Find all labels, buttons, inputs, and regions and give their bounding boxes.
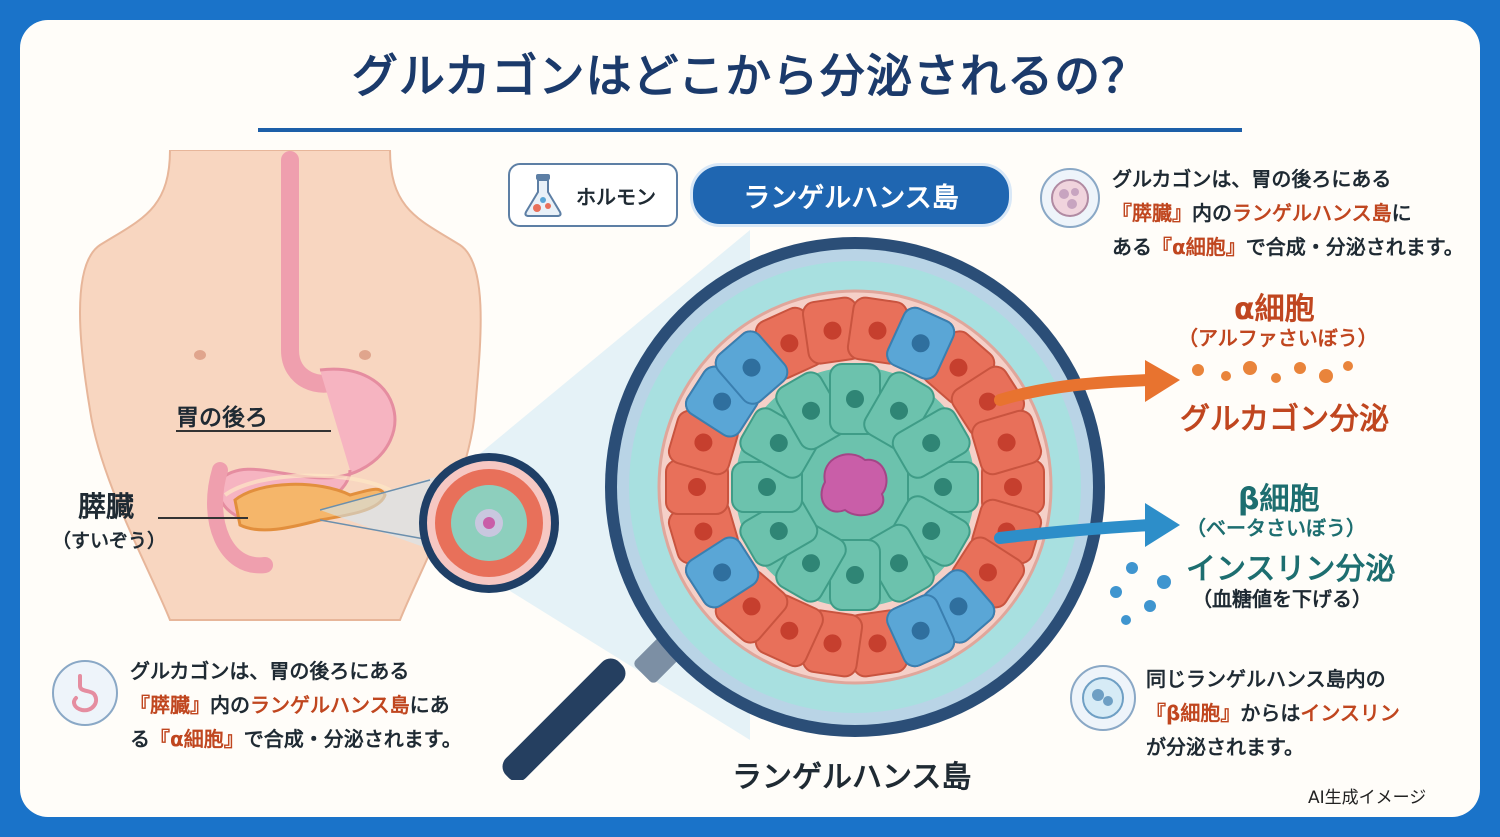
beta-cell-name: β細胞 [1238, 482, 1320, 517]
bottom-right-note: 同じランゲルハンス島内の 『β細胞』からはインスリン が分泌されます。 [1146, 662, 1400, 764]
bottom-left-text: 内の [210, 693, 250, 717]
hormone-tag-label: ホルモン [576, 184, 656, 209]
top-right-text: 内の [1192, 201, 1232, 225]
magnifier-handle [502, 658, 626, 780]
insulin-secretion-label: インスリン分泌 [1186, 552, 1396, 587]
stomach-back-label: 胃の後ろ [176, 405, 268, 431]
bottom-left-text-4: で合成・分泌されます。 [243, 727, 462, 751]
stomach-leader-line [176, 430, 331, 432]
top-right-alpha: 『α細胞』 [1152, 235, 1246, 259]
page-title: グルカゴンはどこから分泌されるの？ [351, 49, 1149, 103]
magnifier-islet [605, 237, 1105, 737]
bottom-left-islet: ランゲルハンス島 [250, 693, 410, 717]
magnifier-caption: ランゲルハンス島 [732, 760, 972, 795]
bottom-left-pancreas: 『膵臓』 [130, 693, 210, 717]
islet-title-pill: ランゲルハンス島 [690, 163, 1012, 227]
beta-cell [739, 495, 819, 567]
pancreas-reading: （すいぞう） [52, 530, 167, 552]
alpha-arrow-head [1145, 360, 1180, 402]
top-right-text-3: ある [1112, 235, 1152, 259]
beta-cell-reading: （ベータさいぼう） [1186, 516, 1366, 540]
bottom-left-text-2: にあ [409, 693, 450, 717]
ai-credit: AI生成イメージ [1308, 788, 1427, 808]
beta-cell-ring [731, 363, 979, 611]
beta-arrow [994, 519, 1156, 544]
bottom-left-line1: グルカゴンは、胃の後ろにある [130, 659, 410, 683]
bottom-right-line3: が分泌されます。 [1146, 735, 1304, 759]
zoom-line-top [320, 479, 431, 511]
bottom-left-note: グルカゴンは、胃の後ろにある 『膵臓』内のランゲルハンス島にあ る『α細胞』で合… [130, 654, 462, 756]
beta-cell [891, 407, 971, 479]
single-cell-icon [1070, 665, 1136, 731]
alpha-arrow [994, 374, 1156, 406]
alpha-cell [971, 409, 1043, 476]
delta-cell [886, 306, 956, 380]
alpha-cell-reading: （アルファさいぼう） [1178, 326, 1378, 350]
top-right-text-4: で合成・分泌されます。 [1245, 235, 1464, 259]
top-right-note: グルカゴンは、胃の後ろにある 『膵臓』内のランゲルハンス島に ある『α細胞』で合… [1112, 162, 1464, 264]
pancreas-leader-line [158, 517, 248, 519]
beta-cell [775, 371, 847, 451]
nipple-right [359, 350, 371, 360]
beta-arrow-head [1145, 503, 1180, 547]
bottom-left-alpha: 『α細胞』 [150, 727, 244, 751]
delta-cell [886, 594, 956, 668]
bottom-right-insulin: インスリン [1300, 701, 1400, 725]
bottom-right-line1: 同じランゲルハンス島内の [1146, 667, 1386, 691]
zoom-line-bottom [320, 519, 431, 541]
arrows [994, 360, 1180, 547]
top-right-line1: グルカゴンは、胃の後ろにある [1112, 167, 1392, 191]
nipple-left [194, 350, 206, 360]
insulin-effect-label: （血糖値を下げる） [1192, 587, 1372, 611]
delta-cell [684, 536, 760, 609]
glucagon-dots [1192, 361, 1353, 383]
title-underline [258, 128, 1242, 132]
duodenum [207, 462, 273, 574]
bottom-left-text-3: る [130, 727, 150, 751]
alpha-cell-name: α細胞 [1234, 292, 1315, 327]
insulin-dots [1110, 562, 1171, 625]
hormone-tag: ホルモン [508, 163, 678, 227]
cell-icon [1040, 168, 1100, 228]
pancreas-label: 膵臓 [78, 490, 135, 523]
delta-cell [714, 330, 789, 405]
pancreas-glow [223, 473, 391, 497]
top-right-islet: ランゲルハンス島 [1232, 201, 1392, 225]
small-islet [419, 453, 559, 593]
flask-icon [524, 174, 562, 217]
top-right-text-2: に [1391, 201, 1412, 225]
delta-cell-group [684, 306, 996, 668]
stomach-icon [52, 660, 118, 726]
top-right-pancreas: 『膵臓』 [1112, 201, 1192, 225]
glucagon-secretion-label: グルカゴン分泌 [1180, 402, 1390, 437]
central-vessel [820, 453, 888, 517]
bottom-right-text: からは [1240, 701, 1301, 725]
bottom-right-beta: 『β細胞』 [1146, 701, 1241, 725]
